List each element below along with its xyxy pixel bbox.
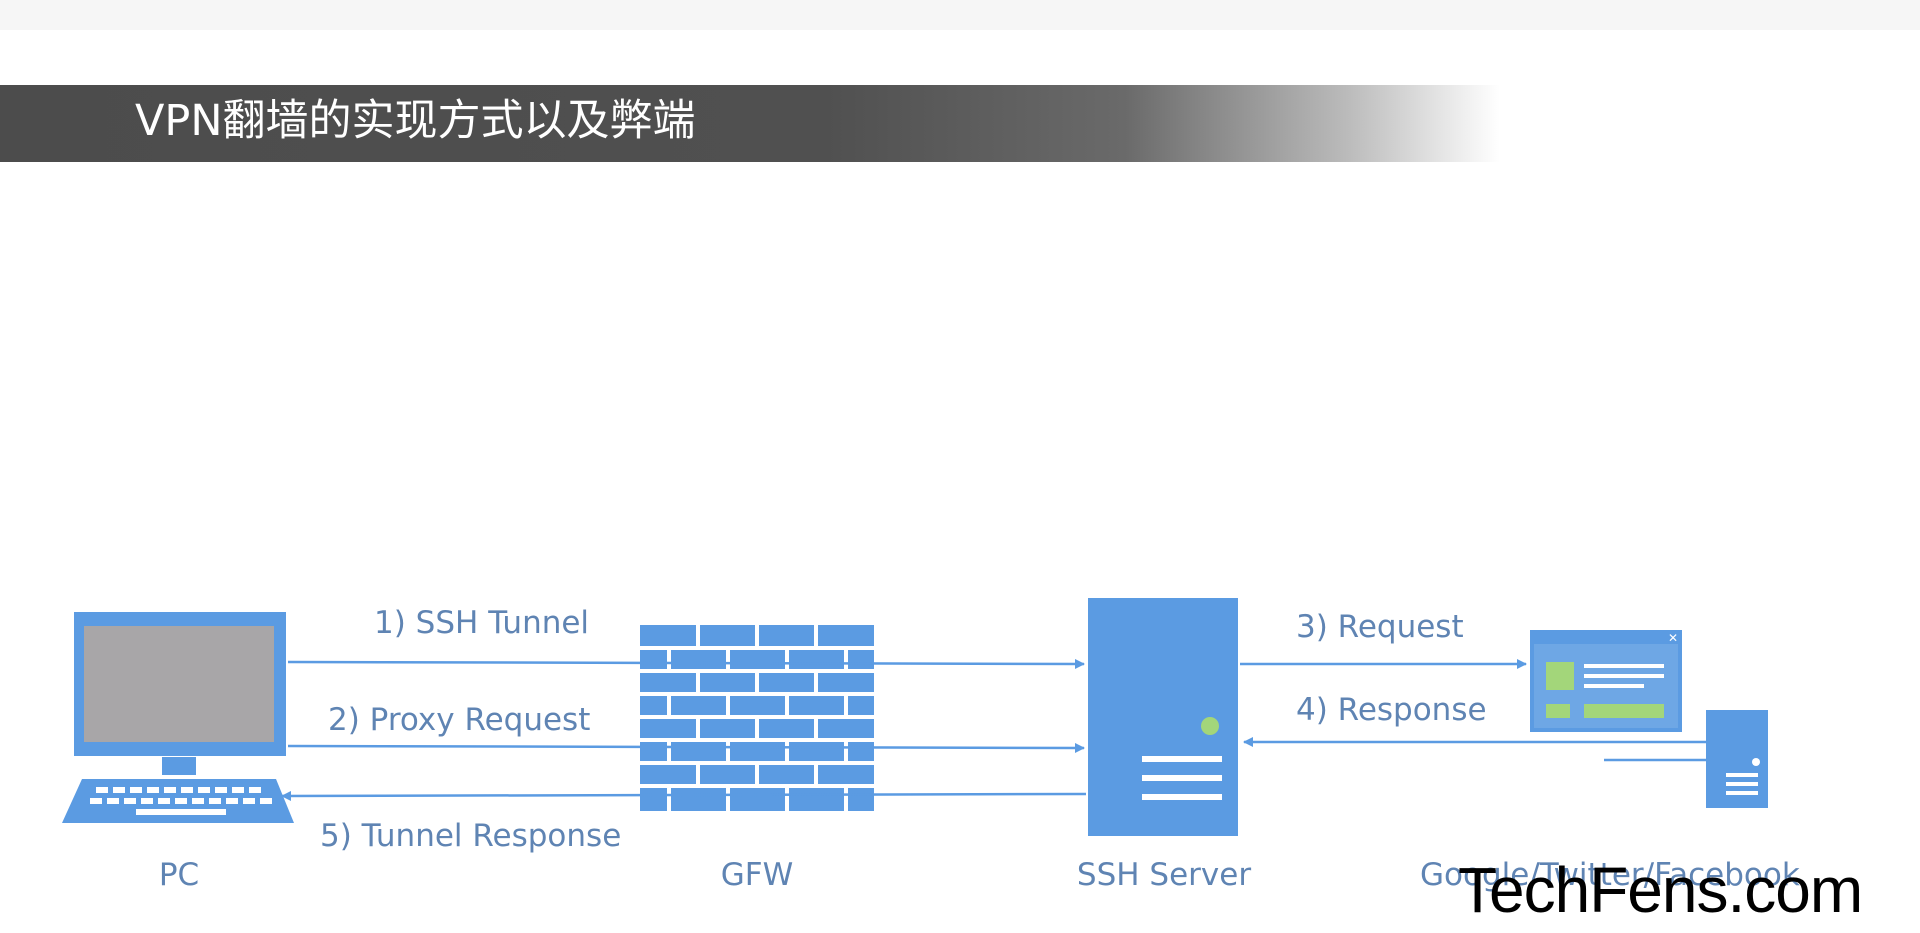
arrow-proxy-request [287, 742, 1085, 753]
title-banner [0, 85, 1500, 162]
label-pc: PC [159, 857, 199, 893]
label-response: 4) Response [1296, 692, 1487, 728]
pc-icon [62, 612, 294, 823]
label-gfw: GFW [721, 857, 794, 893]
arrow-tunnel-response [281, 790, 1087, 801]
watermark-logo: TechFens.com [1458, 854, 1863, 926]
server-icon [1088, 598, 1238, 836]
label-ssh-tunnel: 1) SSH Tunnel [374, 605, 589, 641]
browser-window-icon: ✕ [1530, 630, 1682, 732]
arrow-ssh-tunnel [287, 658, 1085, 669]
label-tunnel-response: 5) Tunnel Response [320, 818, 621, 854]
top-strip [0, 0, 1920, 30]
label-sites: Google/Twitter/Facebook [1420, 857, 1800, 893]
web-server-icon [1706, 710, 1768, 808]
label-ssh-server: SSH Server [1077, 857, 1251, 893]
label-proxy-request: 2) Proxy Request [328, 702, 590, 738]
svg-text:✕: ✕ [1668, 631, 1678, 645]
label-request: 3) Request [1296, 609, 1464, 645]
slide-title: VPN翻墙的实现方式以及弊端 [135, 96, 696, 146]
firewall-icon [640, 625, 874, 811]
